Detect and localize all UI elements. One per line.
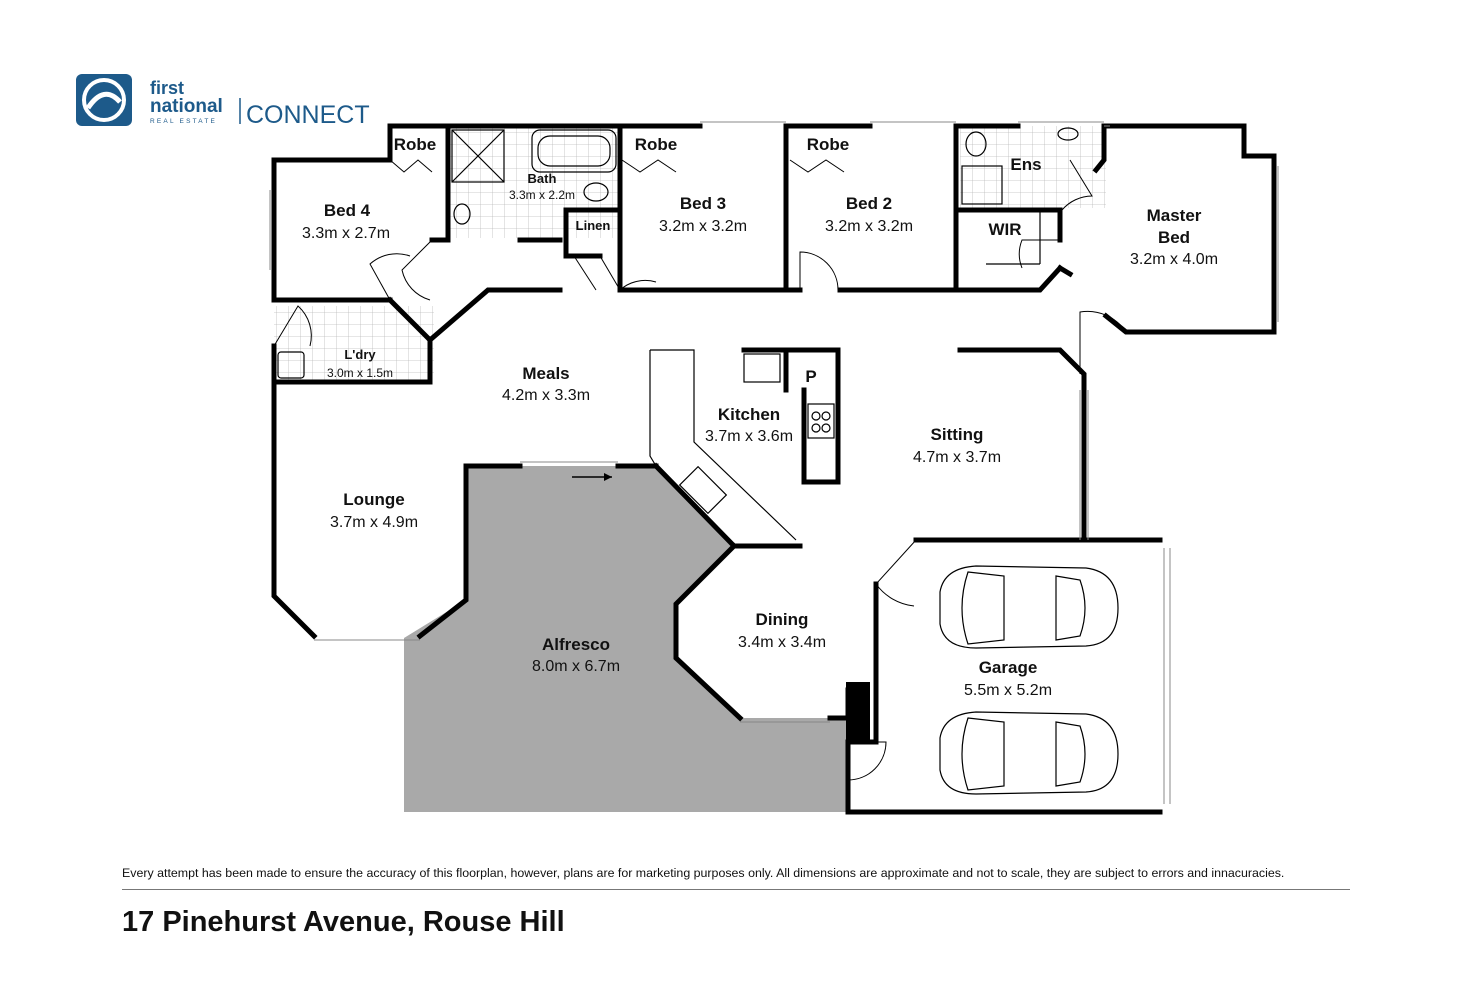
robe-bed3-label: Robe xyxy=(635,135,678,154)
meals-label: Meals xyxy=(522,364,569,383)
doors xyxy=(273,159,1127,781)
brand-line1: first xyxy=(150,78,184,98)
master-dims: 3.2m x 4.0m xyxy=(1130,251,1218,268)
lounge-dims: 3.7m x 4.9m xyxy=(330,514,418,531)
bed4-label: Bed 4 xyxy=(324,201,371,220)
brand-logo: first national REAL ESTATE CONNECT xyxy=(76,72,376,132)
alfresco-label: Alfresco xyxy=(542,635,610,654)
master-label-2: Bed xyxy=(1158,228,1190,247)
alfresco-area xyxy=(404,466,848,812)
alfresco-dims: 8.0m x 6.7m xyxy=(532,658,620,675)
garage-dims: 5.5m x 5.2m xyxy=(964,682,1052,699)
dining-label: Dining xyxy=(756,610,809,629)
ensuite-label: Ens xyxy=(1010,155,1041,174)
lounge-label: Lounge xyxy=(343,490,404,509)
linen-label: Linen xyxy=(576,218,611,233)
dining-dims: 3.4m x 3.4m xyxy=(738,634,826,651)
bath-dims: 3.3m x 2.2m xyxy=(509,188,575,202)
laundry-label: L'dry xyxy=(344,347,376,362)
floor-plan: Robe Bed 4 3.3m x 2.7m Bath 3.3m x 2.2m … xyxy=(269,121,1279,815)
property-address: 17 Pinehurst Avenue, Rouse Hill xyxy=(122,906,565,938)
sitting-dims: 4.7m x 3.7m xyxy=(913,449,1001,466)
kitchen-dims: 3.7m x 3.6m xyxy=(705,428,793,445)
garage-pillar xyxy=(846,682,870,742)
pantry-label: P xyxy=(805,367,816,386)
windows xyxy=(269,121,1279,804)
disclaimer-text: Every attempt has been made to ensure th… xyxy=(122,866,1285,880)
laundry-dims: 3.0m x 1.5m xyxy=(327,366,393,380)
bed2-dims: 3.2m x 3.2m xyxy=(825,218,913,235)
car-icon xyxy=(939,711,1119,795)
meals-dims: 4.2m x 3.3m xyxy=(502,387,590,404)
robe-bed2-label: Robe xyxy=(807,135,850,154)
garage-label: Garage xyxy=(979,658,1038,677)
ensuite-tiles xyxy=(960,126,1106,208)
sitting-label: Sitting xyxy=(931,425,984,444)
brand-office: CONNECT xyxy=(246,101,370,129)
bath-label: Bath xyxy=(528,171,557,186)
kitchen-label: Kitchen xyxy=(718,405,780,424)
room-labels: Robe Bed 4 3.3m x 2.7m Bath 3.3m x 2.2m … xyxy=(302,135,1218,699)
bed3-dims: 3.2m x 3.2m xyxy=(659,218,747,235)
fixtures xyxy=(277,127,1079,541)
robe-bed4-label: Robe xyxy=(394,135,437,154)
divider xyxy=(122,889,1350,890)
wir-label: WIR xyxy=(988,220,1021,239)
master-label-1: Master xyxy=(1147,206,1202,225)
car-icon xyxy=(939,565,1119,649)
brand-line2: national xyxy=(150,96,223,117)
brand-tagline: REAL ESTATE xyxy=(150,118,217,125)
bed4-dims: 3.3m x 2.7m xyxy=(302,225,390,242)
bed2-label: Bed 2 xyxy=(846,194,892,213)
bed3-label: Bed 3 xyxy=(680,194,726,213)
